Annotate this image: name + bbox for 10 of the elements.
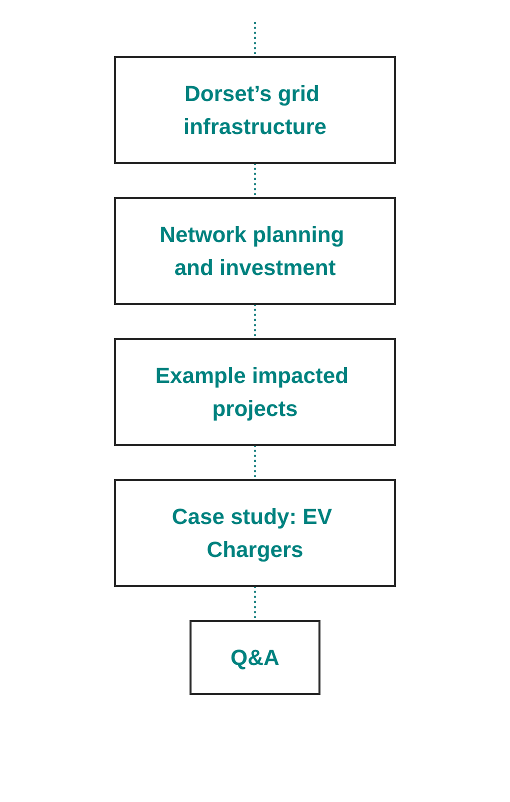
connector bbox=[254, 445, 256, 480]
node-box: Example impacted projects bbox=[114, 338, 396, 446]
node-box: Case study: EV Chargers bbox=[114, 479, 396, 587]
connector bbox=[254, 586, 256, 621]
node-box: Q&A bbox=[190, 620, 320, 695]
connector bbox=[254, 163, 256, 198]
connector bbox=[254, 304, 256, 339]
node-box: Dorset’s grid infrastructure bbox=[114, 56, 396, 164]
connector bbox=[254, 22, 256, 57]
node-box: Network planning and investment bbox=[114, 197, 396, 305]
